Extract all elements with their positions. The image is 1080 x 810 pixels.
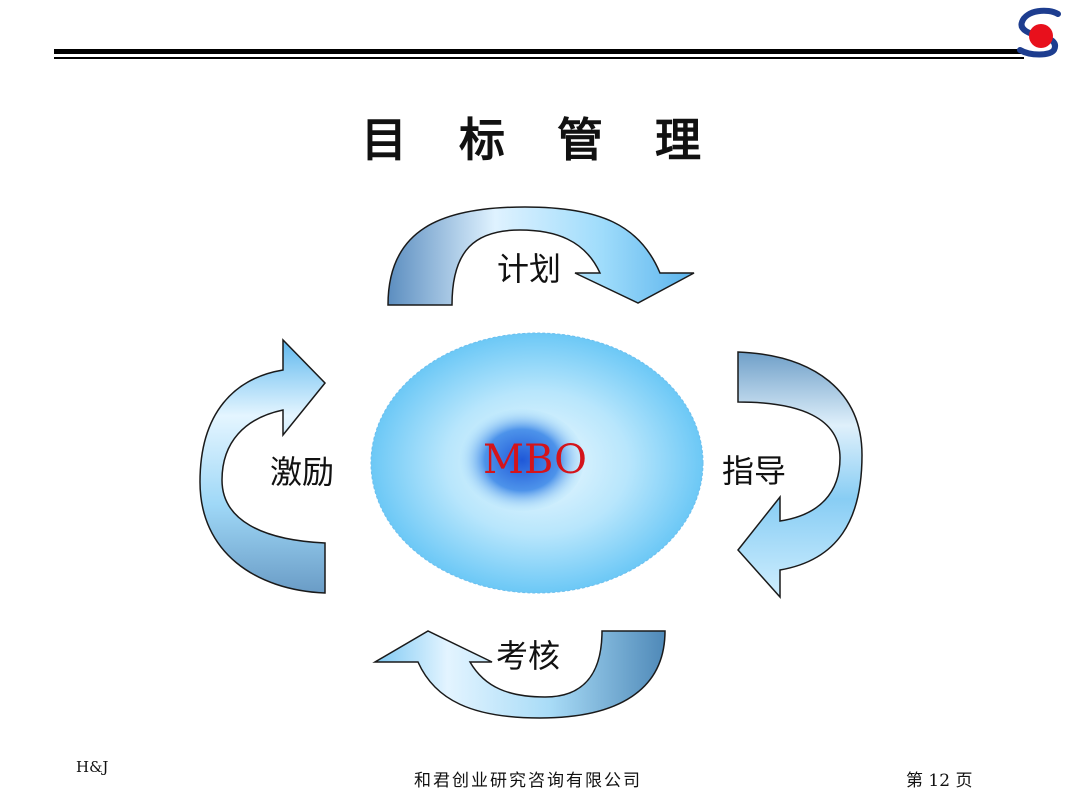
inner-ellipse bbox=[460, 409, 584, 511]
slide-title: 目 标 管 理 bbox=[360, 113, 720, 167]
label-plan: 计划 bbox=[497, 250, 562, 288]
footer-company: 和君创业研究咨询有限公司 bbox=[414, 771, 642, 791]
footer-brand: H&J bbox=[76, 758, 109, 776]
arrow-right bbox=[737, 351, 863, 599]
footer-page-number: 第 12 页 bbox=[906, 771, 973, 791]
mbo-center-label: MBO bbox=[483, 437, 587, 483]
label-guide: 指导 bbox=[722, 452, 787, 490]
label-assess: 考核 bbox=[496, 637, 561, 675]
arrow-left bbox=[199, 338, 327, 594]
header-rule-thick bbox=[54, 49, 1024, 54]
arrow-bottom bbox=[372, 630, 666, 719]
label-incentive: 激励 bbox=[270, 453, 335, 491]
header-rule-thin bbox=[54, 57, 1024, 59]
company-logo bbox=[1017, 7, 1061, 58]
arrow-top bbox=[387, 206, 695, 306]
